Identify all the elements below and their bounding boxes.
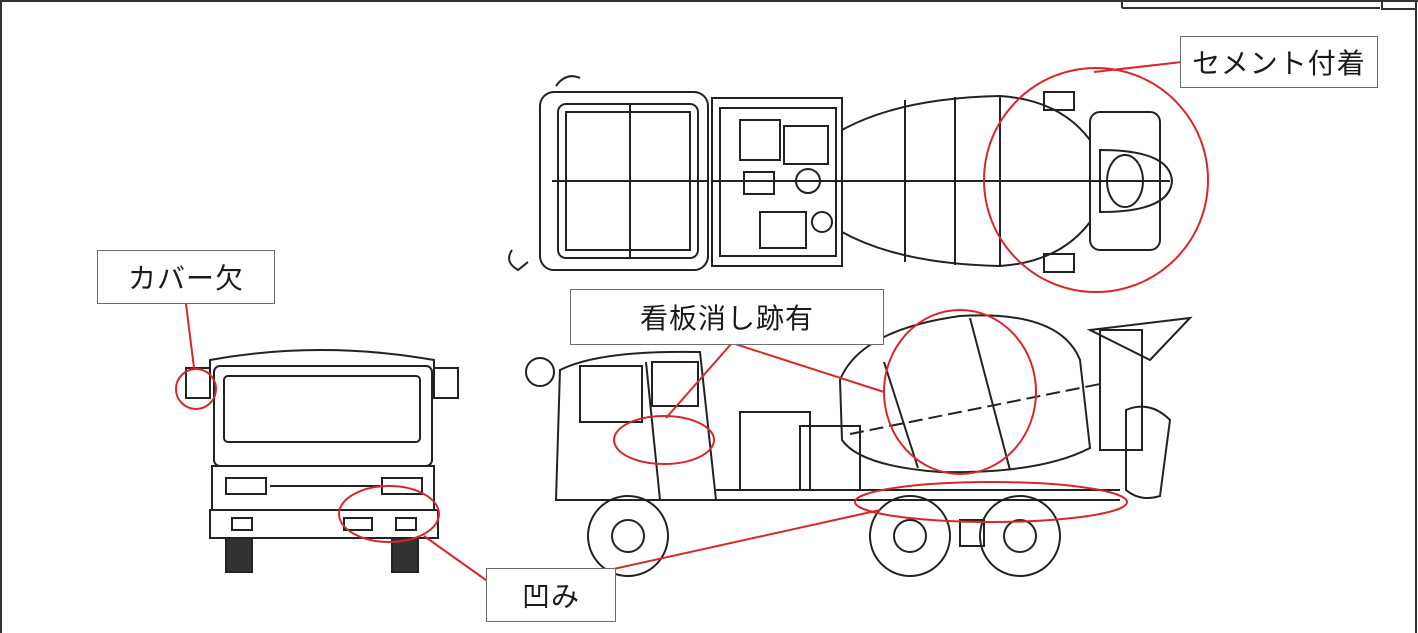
truck-side-view xyxy=(525,314,1193,577)
dent-label: 凹み xyxy=(486,568,616,622)
highlight-marks xyxy=(175,61,1209,591)
cover-leader-line xyxy=(185,303,195,369)
cement-leader-line xyxy=(1093,61,1183,73)
cover-missing-label: カバー欠 xyxy=(97,250,275,304)
dent-side-ellipse xyxy=(854,481,1128,523)
cement-highlight-circle xyxy=(983,67,1209,293)
truck-top-view xyxy=(508,75,1174,273)
truck-front-view xyxy=(185,349,459,573)
sign-highlight-ellipse xyxy=(613,415,715,465)
sign-erased-label: 看板消し跡有 xyxy=(570,289,884,345)
sign-leader-line-right xyxy=(731,342,885,393)
sign-leader-line-left xyxy=(665,342,733,419)
dent-front-ellipse xyxy=(338,485,440,543)
dent-leader-line-right xyxy=(599,509,881,573)
cover-highlight-circle xyxy=(175,368,217,410)
cement-adhesion-label: セメント付着 xyxy=(1180,36,1378,88)
drum-highlight-ellipse xyxy=(883,309,1037,475)
